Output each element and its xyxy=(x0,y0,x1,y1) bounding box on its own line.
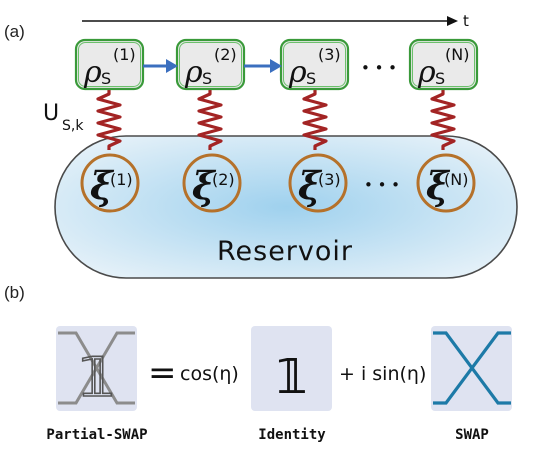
system-1: ρ S (1) xyxy=(74,38,145,91)
partial-identity-symbol: 𝟙 xyxy=(80,346,114,409)
svg-text:(2): (2) xyxy=(214,45,237,64)
bath-ellipsis: • • • xyxy=(364,176,400,194)
system-2: ρ S (2) xyxy=(175,38,246,91)
cos-term: cos(η) xyxy=(180,363,239,385)
spring-2 xyxy=(197,88,223,150)
caption-swap: SWAP xyxy=(455,427,489,443)
system-n: ρ S (N) xyxy=(408,38,479,91)
bath-n: ξ (N) xyxy=(416,153,476,213)
arrow-2-to-3 xyxy=(244,59,282,73)
collision-arrows xyxy=(143,59,282,73)
caption-identity: Identity xyxy=(258,427,326,443)
spring-1 xyxy=(96,88,122,150)
time-axis: t xyxy=(82,12,469,30)
bath-1: ξ (1) xyxy=(80,153,140,213)
panel-b-label: (b) xyxy=(4,283,25,302)
svg-text:ρ: ρ xyxy=(417,55,436,90)
partial-swap-gate: 𝟙 xyxy=(56,326,137,411)
svg-text:S: S xyxy=(306,69,316,88)
svg-text:ξ: ξ xyxy=(192,163,217,208)
arrow-1-to-2 xyxy=(143,59,178,73)
bath-3: ξ (3) xyxy=(288,153,348,213)
svg-text:S: S xyxy=(101,69,111,88)
svg-text:ξ: ξ xyxy=(426,163,451,208)
reservoir-label: Reservoir xyxy=(217,236,353,267)
system-3: ρ S (3) xyxy=(279,38,350,91)
svg-text:S,k: S,k xyxy=(62,118,84,134)
panel-a-label: (a) xyxy=(4,22,25,41)
svg-text:ρ: ρ xyxy=(288,55,307,90)
svg-text:ρ: ρ xyxy=(83,55,102,90)
svg-text:ρ: ρ xyxy=(184,55,203,90)
svg-text:ξ: ξ xyxy=(90,163,115,208)
svg-text:(1): (1) xyxy=(110,170,133,189)
coupling-label: U S,k xyxy=(43,101,84,134)
sin-term: + i sin(η) xyxy=(339,363,426,385)
reservoir-capsule xyxy=(54,135,518,279)
bath-2: ξ (2) xyxy=(182,153,242,213)
time-label: t xyxy=(463,12,469,30)
caption-partial-swap: Partial-SWAP xyxy=(46,427,147,443)
svg-text:(3): (3) xyxy=(318,170,341,189)
identity-gate: 𝟙 xyxy=(251,326,332,411)
time-arrow-head xyxy=(447,16,458,26)
svg-text:S: S xyxy=(202,69,212,88)
svg-text:(N): (N) xyxy=(445,45,469,64)
identity-symbol: 𝟙 xyxy=(275,349,308,405)
spring-3 xyxy=(302,88,328,150)
svg-text:S: S xyxy=(435,69,445,88)
svg-text:(2): (2) xyxy=(212,170,235,189)
spring-n xyxy=(430,88,456,150)
svg-text:U: U xyxy=(43,101,59,126)
svg-text:ξ: ξ xyxy=(298,163,323,208)
springs xyxy=(96,88,456,150)
equals-sign: = xyxy=(148,353,177,393)
svg-text:(1): (1) xyxy=(113,45,136,64)
svg-text:(N): (N) xyxy=(444,170,468,189)
swap-gate xyxy=(431,326,512,411)
svg-text:(3): (3) xyxy=(318,45,341,64)
system-ellipsis: • • • xyxy=(361,59,397,77)
